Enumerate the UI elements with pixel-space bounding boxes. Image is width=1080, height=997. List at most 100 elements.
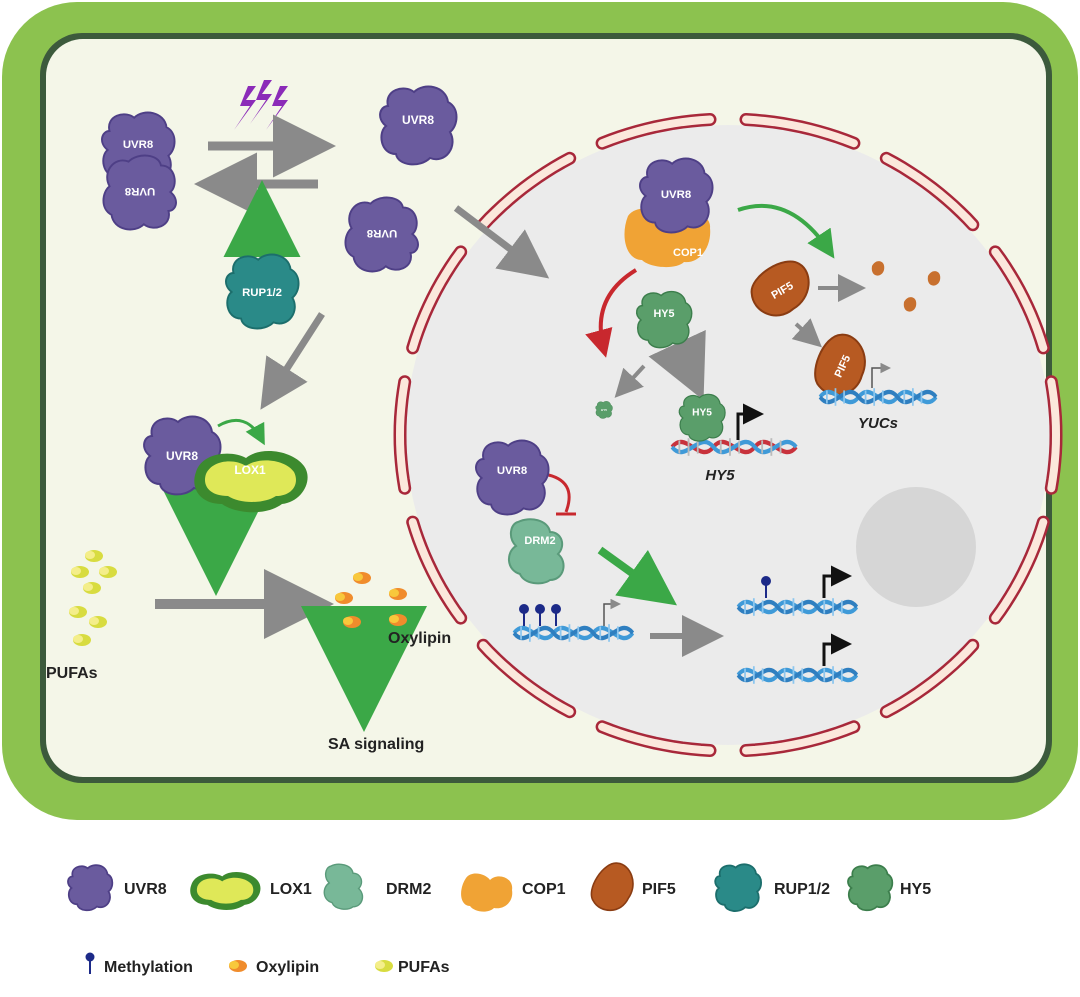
uvr8-lox1-complex: UVR8 LOX1 [143, 415, 308, 513]
legend-lox1-label: LOX1 [270, 881, 312, 898]
oxylipin-droplet [389, 614, 407, 626]
legend-pufas: PUFAs [375, 959, 450, 976]
arrow-uvr8-lox1 [217, 418, 265, 446]
drm2-label: DRM2 [524, 535, 555, 547]
nucleolus [856, 487, 976, 607]
pufa-droplet [83, 582, 101, 594]
yucs-gene-label: YUCs [858, 415, 898, 432]
envelope-segment-fill [1047, 377, 1061, 493]
oxylipin-droplet [389, 588, 407, 600]
pufa-droplet [73, 634, 91, 646]
cop1-label: COP1 [673, 247, 703, 259]
green-arrows [153, 180, 427, 732]
hy5-gene-label: HY5 [705, 467, 735, 484]
envelope-segment-fill [991, 247, 1048, 352]
legend-cop1: COP1 [461, 873, 566, 912]
hy5-bound: HY5 [678, 393, 726, 442]
envelope-segment-fill [882, 641, 977, 716]
envelope-segment-fill [395, 377, 409, 493]
pufa-droplet [85, 550, 103, 562]
uvr8-monomer-rotated-label: UVR8 [367, 227, 397, 239]
hy5-promoter-arrow [736, 403, 764, 440]
yucs-promoter-arrow [871, 362, 891, 388]
legend-drm2: DRM2 [323, 863, 431, 910]
uvr8-cop1-complex: UVR8 COP1 [624, 157, 714, 268]
uvr8-lox1-uvr8: UVR8 [143, 415, 222, 496]
arrow-hy5-binding [648, 329, 706, 401]
unmethylated-dna [738, 633, 857, 684]
hy5-degraded-label: HY5 [601, 408, 607, 412]
legend-cop1-label: COP1 [522, 881, 566, 898]
gray-arrows [155, 114, 550, 639]
arrow-demethylation [597, 546, 677, 606]
pufa-droplet [71, 566, 89, 578]
uvr8-dimer-top-label: UVR8 [123, 139, 153, 151]
arrow-uvr8-drm2-inhibit [543, 472, 571, 513]
envelope-segment-fill [742, 722, 858, 755]
envelope-segment-fill [742, 115, 858, 148]
pufa-droplet [99, 566, 117, 578]
legend-methylation: Methylation [85, 952, 193, 976]
envelope-segment-fill [408, 247, 465, 352]
methylated-dna [514, 598, 633, 642]
nuclear-envelope [393, 113, 1063, 757]
legend-lox1: LOX1 [190, 872, 312, 911]
uvr8-dimer-bottom-label: UVR8 [125, 185, 155, 197]
legend-rup-label: RUP1/2 [774, 881, 830, 898]
uvr8-drm2-uvr8: UVR8 [475, 439, 550, 516]
legend-oxylipin: Oxylipin [229, 959, 319, 976]
hy5-degraded: HY5 [595, 401, 613, 419]
legend-rup: RUP1/2 [714, 863, 830, 912]
arrow-pif5-binding [791, 318, 822, 348]
pufa-droplet [89, 616, 107, 628]
legend-pif5-label: PIF5 [642, 881, 676, 898]
uvr8-drm2-complex: DRM2 UVR8 [475, 439, 565, 585]
legend-hy5-label: HY5 [900, 881, 931, 898]
rup-label: RUP1/2 [242, 287, 282, 299]
legend-drm2-label: DRM2 [386, 881, 431, 898]
oxylipin-droplets [335, 572, 407, 628]
hy5-protein: HY5 [635, 290, 693, 349]
uvr8-drm2-uvr8-label: UVR8 [497, 465, 527, 477]
pif5-group: PIF5 PIF5 [750, 260, 941, 396]
legend-hy5: HY5 [847, 864, 931, 912]
oxylipin-droplet [353, 572, 371, 584]
nuclear-arrows [543, 203, 866, 657]
arrow-hy5-degraded [614, 364, 646, 398]
sa-signaling-label: SA signaling [328, 736, 424, 753]
pufa-droplets [69, 550, 117, 646]
hy5-bound-label: HY5 [692, 408, 712, 419]
legend: UVR8 LOX1 DRM2 COP1 PIF5 RUP [67, 862, 931, 976]
legend-uvr8-label: UVR8 [124, 881, 167, 898]
legend-pufas-label: PUFAs [398, 959, 450, 976]
arrow-cop1-pif5 [737, 203, 835, 259]
envelope-segment-fill [991, 518, 1048, 623]
lox1-label: LOX1 [234, 463, 266, 477]
legend-uvr8: UVR8 [67, 864, 167, 912]
rup-protein: RUP1/2 [225, 253, 300, 330]
uvr8-monomer-label: UVR8 [402, 113, 434, 127]
uvr8-monomer: UVR8 [379, 85, 458, 166]
envelope-segment-fill [479, 641, 574, 716]
drm2-protein: DRM2 [508, 518, 565, 585]
oxylipin-droplet [335, 592, 353, 604]
uvr8-nuclear-label: UVR8 [661, 189, 691, 201]
envelope-segment-fill [598, 722, 714, 755]
arrow-nuclear-import [453, 205, 550, 279]
uvr8-nuclear: UVR8 [639, 157, 714, 234]
legend-methylation-label: Methylation [104, 959, 193, 976]
pufa-droplet [69, 606, 87, 618]
legend-pif5: PIF5 [590, 862, 676, 912]
arrow-cop1-hy5-degradation [585, 268, 638, 358]
envelope-segment-fill [479, 154, 574, 229]
oxylipin-label: Oxylipin [388, 630, 451, 647]
uvr8-lox1-uvr8-label: UVR8 [166, 449, 198, 463]
hy5-label: HY5 [654, 308, 675, 320]
envelope-segment-fill [882, 154, 977, 229]
pif5-protein: PIF5 [750, 260, 810, 317]
yucs-gene: YUCs [820, 362, 936, 432]
uvr8-dimer-bottom: UVR8 [102, 154, 177, 231]
pufas-label: PUFAs [46, 665, 98, 682]
arrow-to-lox1 [260, 312, 325, 410]
